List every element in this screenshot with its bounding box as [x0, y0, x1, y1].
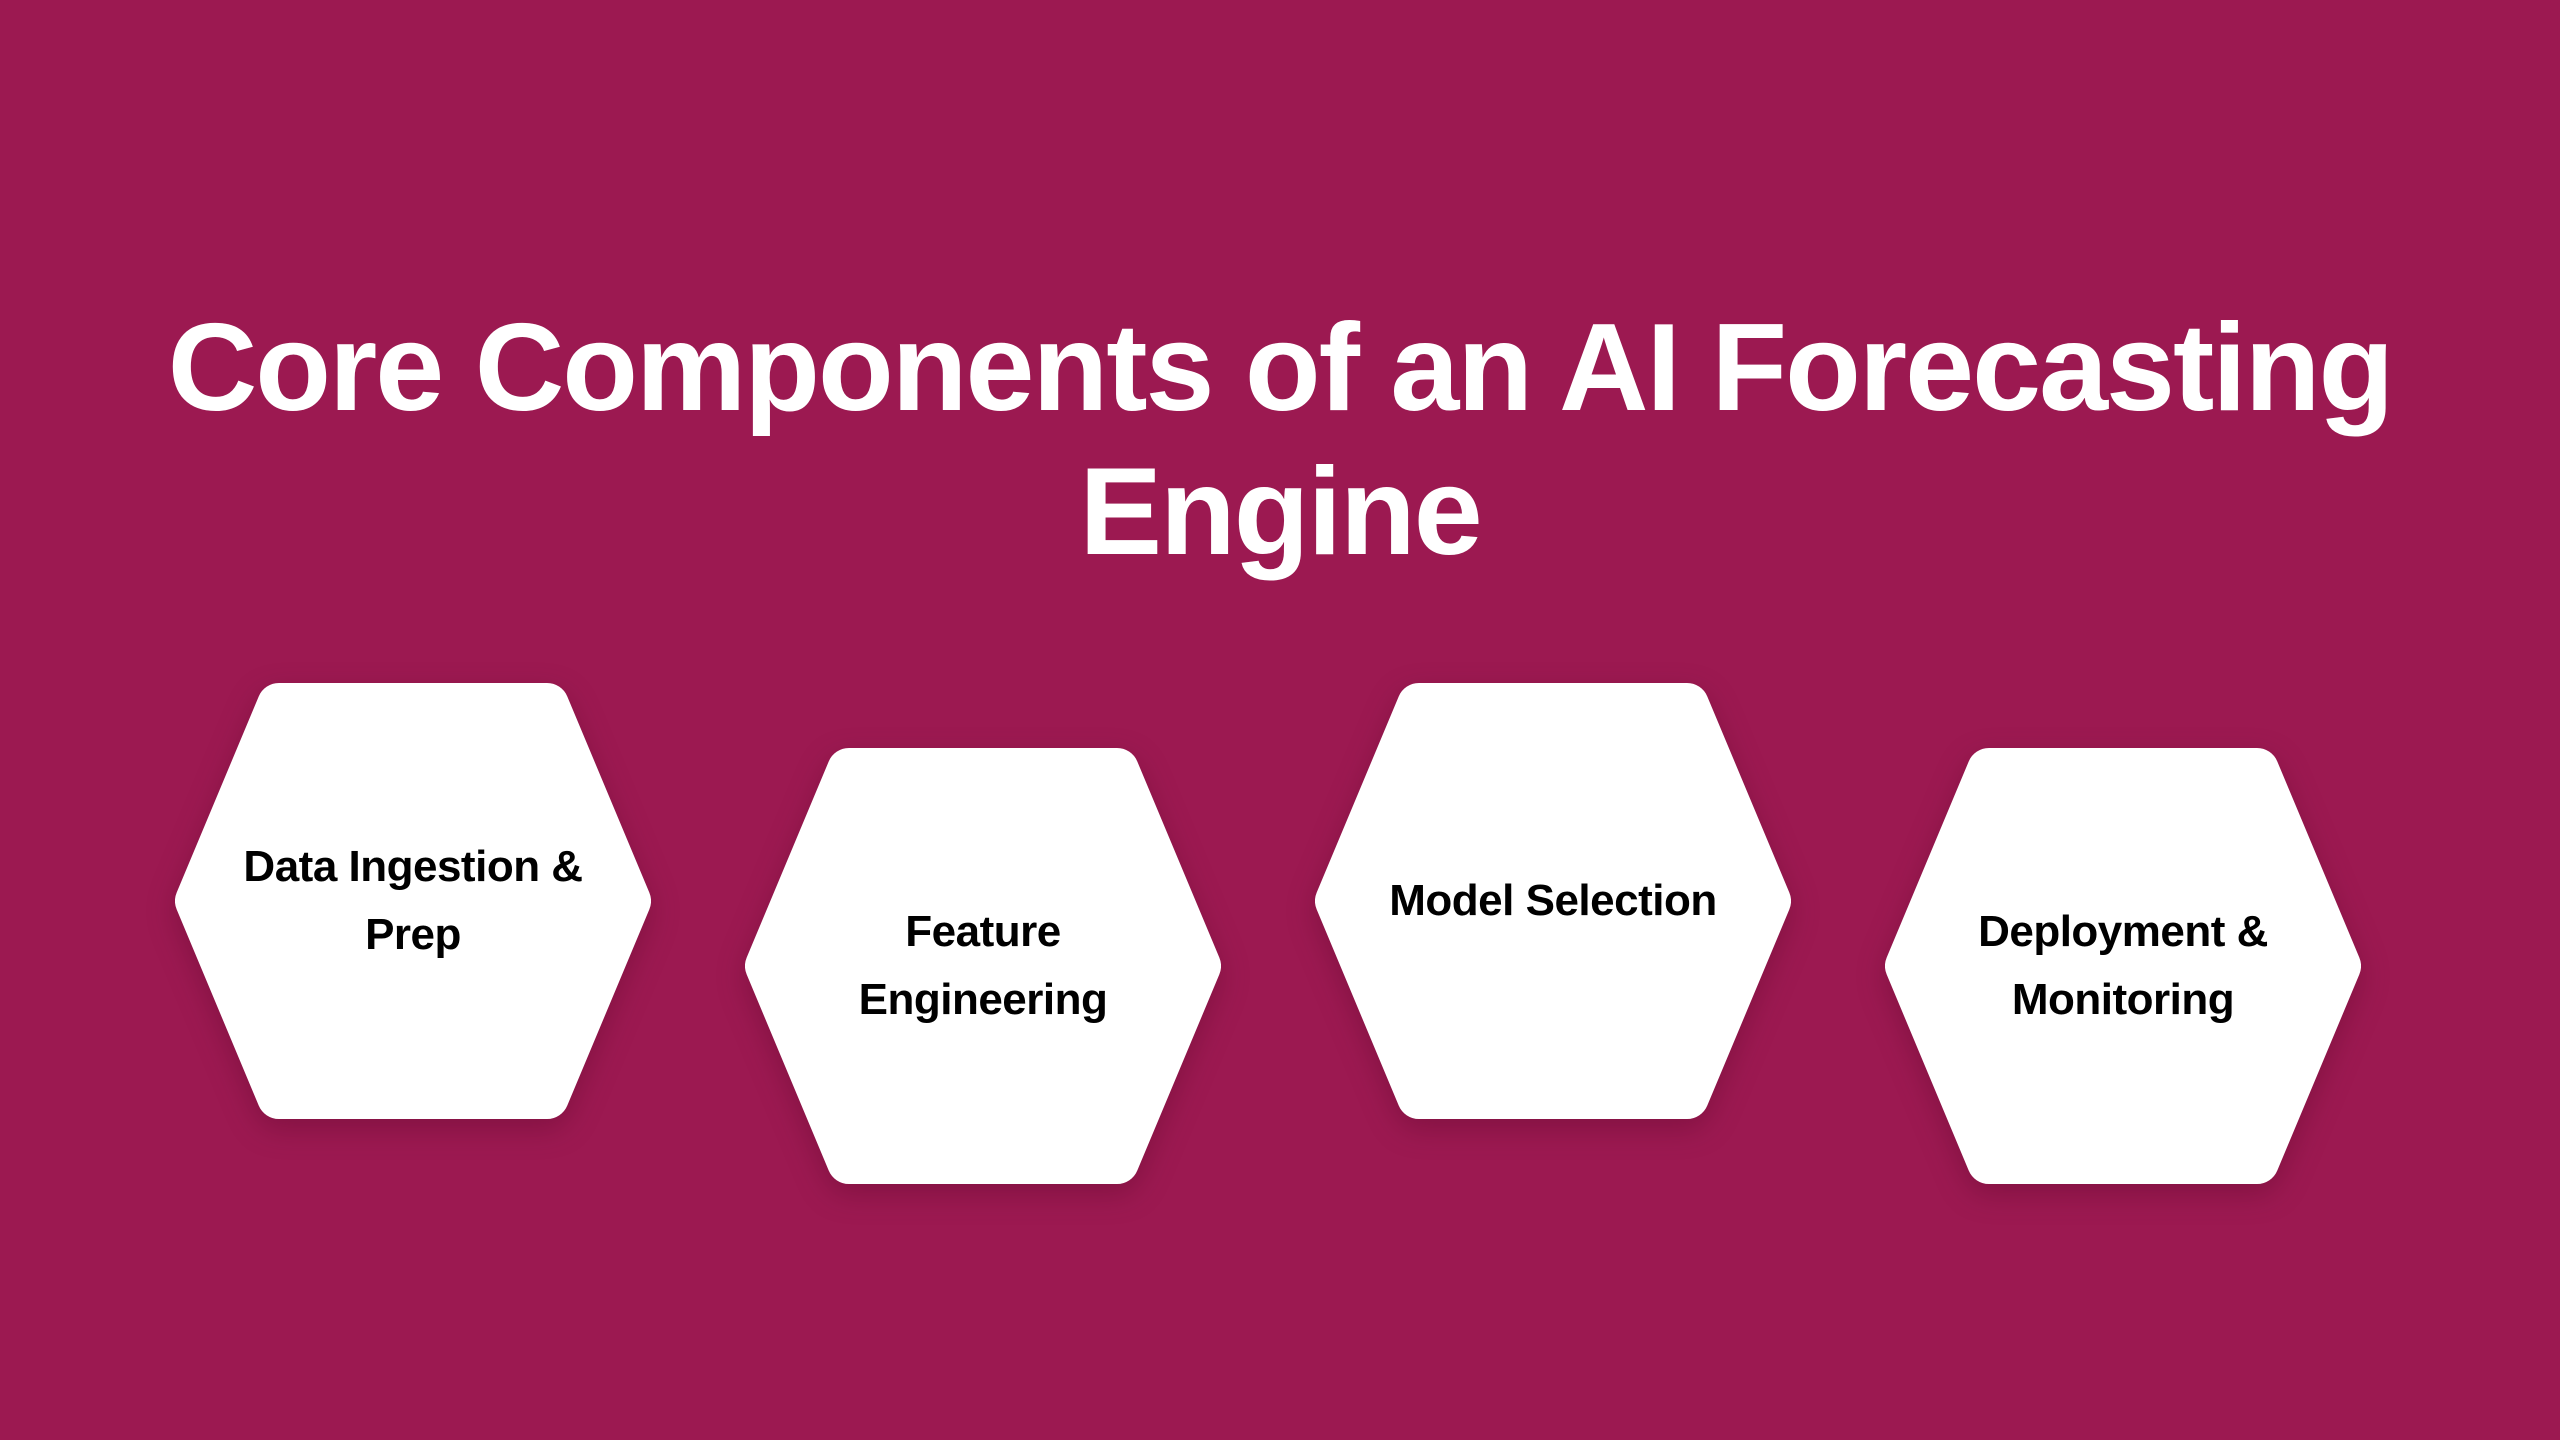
hexagon-model-selection: Model Selection: [1313, 683, 1793, 1119]
hexagon-shape-icon: [175, 683, 651, 1119]
hexagon-label-line: Engineering: [858, 975, 1108, 1024]
hexagon-label-line: Prep: [365, 910, 461, 959]
hexagon-label-line: Model Selection: [1389, 876, 1717, 925]
hexagon-label-line: Deployment &: [1978, 907, 2268, 956]
hexagon-label: Data Ingestion & Prep: [173, 683, 653, 1119]
hexagon-label-line: Data Ingestion &: [243, 842, 583, 891]
hexagon-label-line: Feature: [905, 907, 1061, 956]
hexagon-label: Feature Engineering: [743, 748, 1223, 1184]
page-title-line-2: Engine: [1079, 443, 1482, 581]
page-title: Core Components of an AI Forecasting Eng…: [0, 296, 2560, 584]
hexagon-shape-icon: [1315, 683, 1791, 1119]
hexagon-data-ingestion-prep: Data Ingestion & Prep: [173, 683, 653, 1119]
hexagon-feature-engineering: Feature Engineering: [743, 748, 1223, 1184]
hexagon-label-line: Monitoring: [2011, 975, 2235, 1024]
hexagon-label: Model Selection: [1313, 683, 1793, 1119]
hexagon-shape-icon: [1885, 748, 2361, 1184]
page-title-line-1: Core Components of an AI Forecasting: [167, 299, 2394, 437]
hexagon-deployment-monitoring: Deployment & Monitoring: [1883, 748, 2363, 1184]
hexagon-label: Deployment & Monitoring: [1883, 748, 2363, 1184]
hexagon-shape-icon: [745, 748, 1221, 1184]
